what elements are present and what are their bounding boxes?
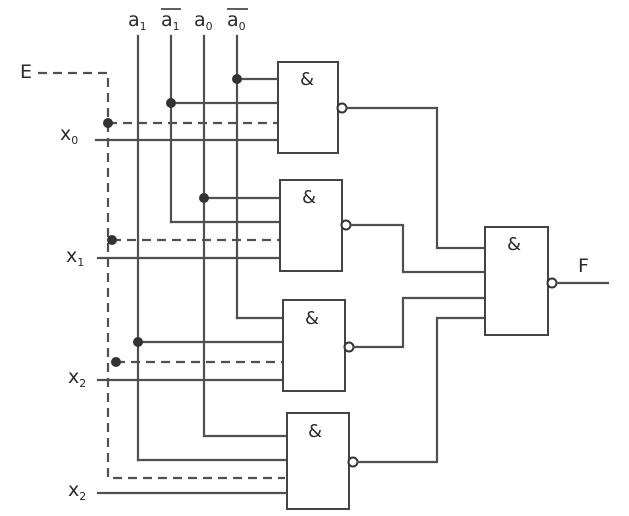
gate-body	[282, 299, 346, 392]
nand-gate-2: &	[279, 179, 352, 272]
data-input-label-x2: x2	[68, 366, 86, 390]
gate-label: &	[308, 421, 322, 442]
junction-dot	[199, 193, 209, 203]
nand-gate-output: & F	[484, 226, 610, 336]
gate3-input-wires	[96, 316, 285, 382]
address-label-a1-bar: a1	[161, 9, 180, 33]
output-label: F	[578, 255, 589, 277]
address-label-a0-bar: a0	[227, 9, 246, 33]
gate2-input-wires	[96, 196, 282, 260]
inversion-bubble	[343, 341, 355, 353]
enable-dashed-trunk	[38, 71, 285, 480]
junction-dot	[103, 118, 113, 128]
junction-dot	[166, 98, 176, 108]
junction-dot	[133, 337, 143, 347]
address-buses	[136, 34, 239, 462]
junction-dot	[111, 357, 121, 367]
gate-body	[484, 226, 549, 336]
data-input-label-x1: x1	[66, 245, 84, 269]
gate-label: &	[305, 308, 319, 329]
gate-label: &	[300, 69, 314, 90]
nand-gate-3: &	[282, 299, 355, 392]
enable-label: E	[20, 61, 32, 83]
data-input-labels: x0 x1 x2 x2	[60, 123, 86, 503]
nand-gate-1: &	[277, 61, 348, 154]
gate1-input-wires	[94, 77, 280, 142]
wire-gate1-to-output	[345, 106, 487, 250]
address-label-a1: a1	[128, 9, 147, 33]
wire-gate2-to-output	[349, 223, 487, 274]
inversion-bubble	[336, 102, 348, 114]
gate-label: &	[302, 187, 316, 208]
address-labels: a1 a1 a0 a0	[128, 8, 248, 33]
inversion-bubble	[546, 277, 558, 289]
gate-output-wires	[345, 106, 487, 464]
address-label-a0: a0	[194, 9, 213, 33]
gate4-input-wires	[96, 434, 289, 495]
junction-dot	[232, 74, 242, 84]
wire-gate4-to-output	[356, 316, 487, 464]
inversion-bubble	[340, 219, 352, 231]
junction-dots	[103, 74, 242, 367]
wire-gate3-to-output	[352, 296, 487, 349]
gate-label: &	[507, 234, 521, 255]
nand-gate-4: &	[286, 412, 359, 510]
junction-dot	[107, 235, 117, 245]
gate-body	[277, 61, 339, 154]
data-input-label-x2-second: x2	[68, 479, 86, 503]
enable-line: E	[20, 61, 285, 480]
data-input-label-x0: x0	[60, 123, 78, 147]
inversion-bubble	[347, 456, 359, 468]
